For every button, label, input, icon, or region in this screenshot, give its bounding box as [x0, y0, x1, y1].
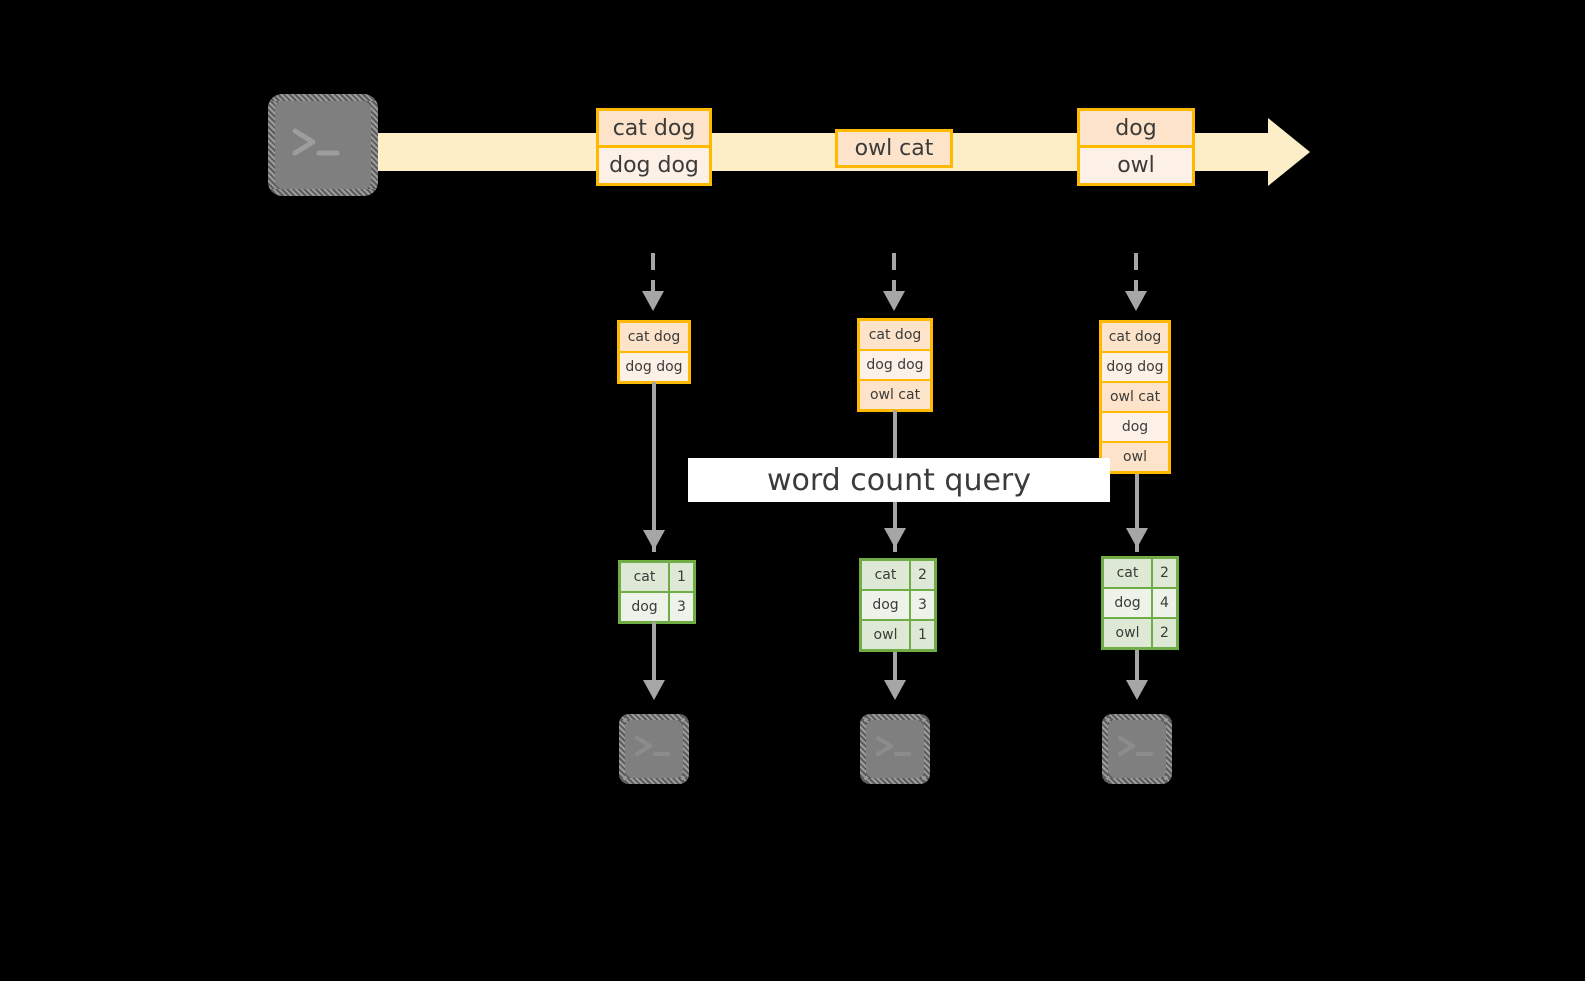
sink-terminal-icon-2: [860, 714, 930, 784]
stream-record-line: cat dog: [596, 108, 712, 147]
query-arrowhead-icon: [643, 530, 665, 550]
result-word: cat: [1104, 559, 1151, 587]
stream-record-line: owl: [1077, 147, 1195, 186]
snapshot-row: owl cat: [1102, 383, 1168, 411]
result-row: cat 2: [862, 561, 934, 589]
query-connector-line: [1135, 474, 1139, 552]
snapshot-row: cat dog: [860, 321, 930, 349]
stream-record-line: dog: [1077, 108, 1195, 147]
sink-arrowhead-icon: [1126, 680, 1148, 700]
result-count: 4: [1153, 589, 1176, 617]
result-row: cat 2: [1104, 559, 1176, 587]
result-row: owl 2: [1104, 619, 1176, 647]
result-count: 1: [911, 621, 934, 649]
snapshot-row: dog dog: [620, 353, 688, 381]
snapshot-dashed-connector: [651, 253, 655, 291]
snapshot-arrowhead-icon: [883, 291, 905, 311]
result-count: 2: [911, 561, 934, 589]
snapshot-table-2: cat dog dog dog owl cat: [857, 318, 933, 412]
result-table-2: cat 2 dog 3 owl 1: [859, 558, 937, 652]
result-row: dog 3: [862, 591, 934, 619]
snapshot-arrowhead-icon: [1125, 291, 1147, 311]
sink-arrowhead-icon: [643, 680, 665, 700]
snapshot-dashed-connector: [1134, 253, 1138, 291]
snapshot-table-1: cat dog dog dog: [617, 320, 691, 384]
result-word: dog: [862, 591, 909, 619]
snapshot-row: dog: [1102, 413, 1168, 441]
snapshot-row: cat dog: [1102, 323, 1168, 351]
query-connector-line: [652, 382, 656, 552]
query-arrowhead-icon: [1126, 528, 1148, 548]
terminal-prompt-icon: [635, 736, 670, 756]
result-row: owl 1: [862, 621, 934, 649]
terminal-face: [1108, 720, 1166, 778]
stream-record-line: dog dog: [596, 147, 712, 186]
stream-record-line: owl cat: [835, 129, 953, 168]
snapshot-row: dog dog: [860, 351, 930, 379]
result-count: 1: [670, 563, 693, 591]
sink-terminal-icon-1: [619, 714, 689, 784]
sink-arrowhead-icon: [884, 680, 906, 700]
terminal-prompt-icon: [292, 128, 340, 156]
snapshot-row: cat dog: [620, 323, 688, 351]
terminal-face: [866, 720, 924, 778]
sink-terminal-icon-3: [1102, 714, 1172, 784]
terminal-prompt-icon: [1118, 736, 1153, 756]
result-word: cat: [862, 561, 909, 589]
result-word: cat: [621, 563, 668, 591]
stream-arrow-head: [1268, 118, 1310, 186]
result-word: owl: [862, 621, 909, 649]
snapshot-row: dog dog: [1102, 353, 1168, 381]
snapshot-table-3: cat dog dog dog owl cat dog owl: [1099, 320, 1171, 474]
result-count: 3: [670, 593, 693, 621]
sink-connector-line: [1135, 650, 1139, 692]
result-table-1: cat 1 dog 3: [618, 560, 696, 624]
sink-connector-line: [652, 622, 656, 692]
query-label: word count query: [688, 458, 1110, 502]
result-word: dog: [621, 593, 668, 621]
snapshot-row: owl: [1102, 443, 1168, 471]
result-word: dog: [1104, 589, 1151, 617]
result-count: 2: [1153, 619, 1176, 647]
result-count: 2: [1153, 559, 1176, 587]
terminal-face: [275, 101, 371, 189]
snapshot-row: owl cat: [860, 381, 930, 409]
result-row: dog 3: [621, 593, 693, 621]
snapshot-dashed-connector: [892, 253, 896, 291]
result-table-3: cat 2 dog 4 owl 2: [1101, 556, 1179, 650]
source-terminal-icon: [268, 94, 378, 196]
sink-connector-line: [893, 652, 897, 692]
query-arrowhead-icon: [884, 528, 906, 548]
snapshot-arrowhead-icon: [642, 291, 664, 311]
result-count: 3: [911, 591, 934, 619]
result-word: owl: [1104, 619, 1151, 647]
terminal-prompt-icon: [876, 736, 911, 756]
result-row: dog 4: [1104, 589, 1176, 617]
terminal-face: [625, 720, 683, 778]
result-row: cat 1: [621, 563, 693, 591]
